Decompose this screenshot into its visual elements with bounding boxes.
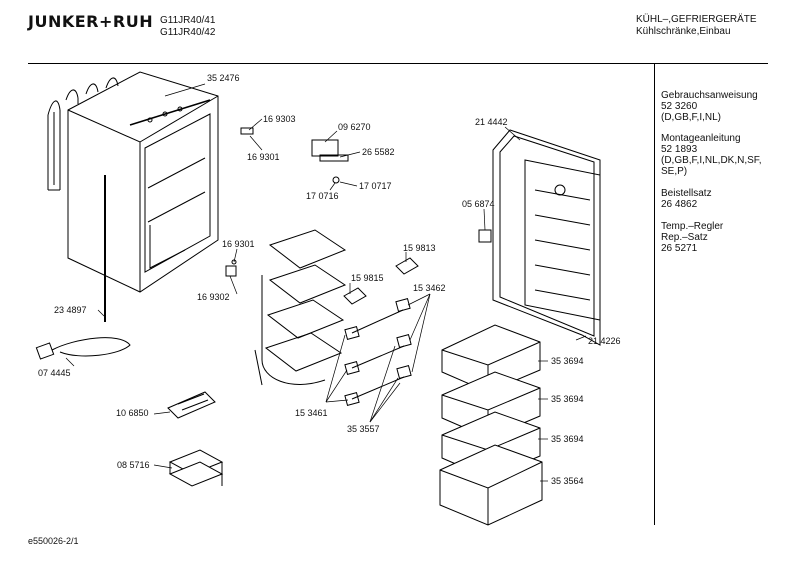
doc-item-label: Montageanleitung xyxy=(661,133,741,144)
door-hinge-part xyxy=(478,229,492,243)
part-label: 35 3564 xyxy=(551,476,584,486)
part-label: 15 9813 xyxy=(403,243,436,253)
drawer-1 xyxy=(441,324,541,393)
doc-item-number: 52 3260 xyxy=(661,101,698,112)
part-label: 16 9301 xyxy=(222,239,255,249)
part-label: 21 4226 xyxy=(588,336,621,346)
brand-logo: JUNKER+RUH xyxy=(28,12,154,31)
wire-shelves xyxy=(254,229,347,386)
category-line-2: Kühlschränke,Einbau xyxy=(636,26,731,37)
part-label: 35 2476 xyxy=(207,73,240,83)
part-label: 15 3461 xyxy=(295,408,328,418)
doc-item-accessory-kit: Beistellsatz 26 4862 xyxy=(661,188,712,210)
part-label: 35 3694 xyxy=(551,394,584,404)
doc-item-label: Temp.–Regler xyxy=(661,221,724,232)
condenser-coil xyxy=(47,77,119,191)
category-line-1: KÜHL–,GEFRIERGERÄTE xyxy=(636,14,757,25)
part-label: 07 4445 xyxy=(38,368,71,378)
part-label: 17 0717 xyxy=(359,181,392,191)
doc-item-languages: (D,GB,F,I,NL,DK,N,SF, xyxy=(661,155,762,166)
part-label: 09 6270 xyxy=(338,122,371,132)
doc-item-label: Beistellsatz xyxy=(661,188,712,199)
doc-item-languages: (D,GB,F,I,NL) xyxy=(661,112,722,123)
drawer-4 xyxy=(439,444,543,526)
part-label: 10 6850 xyxy=(116,408,149,418)
leader-lines xyxy=(65,83,587,482)
model-numbers: G11JR40/41 G11JR40/42 xyxy=(160,15,215,39)
bracket-bottom xyxy=(225,265,237,277)
model-number-2: G11JR40/42 xyxy=(160,27,216,38)
part-label: 15 9815 xyxy=(351,273,384,283)
door xyxy=(492,129,601,346)
freezer-drawers xyxy=(439,324,543,526)
part-label: 16 9302 xyxy=(197,292,230,302)
ice-tray xyxy=(167,391,216,419)
doc-item-thermostat-kit: Temp.–Regler Rep.–Satz 26 5271 xyxy=(661,221,723,254)
part-label: 23 4897 xyxy=(54,305,87,315)
category-title: KÜHL–,GEFRIERGERÄTE Kühlschränke,Einbau xyxy=(636,14,757,38)
part-label: 26 5582 xyxy=(362,147,395,157)
part-label: 35 3557 xyxy=(347,424,380,434)
thermostat-housing xyxy=(311,139,339,157)
doc-item-sublabel: Rep.–Satz xyxy=(661,232,708,243)
part-label: 05 6874 xyxy=(462,199,495,209)
thermostat-knob xyxy=(332,176,340,184)
part-label: 21 4442 xyxy=(475,117,508,127)
diagram-code: e550026-2/1 xyxy=(28,536,79,546)
bracket-top xyxy=(240,127,254,135)
doc-item-label: Gebrauchsanweisung xyxy=(661,90,758,101)
shelf-rails xyxy=(343,257,419,406)
header-divider xyxy=(28,63,768,64)
doc-item-number: 52 1893 xyxy=(661,144,698,155)
doc-item-languages-2: SE,P) xyxy=(661,166,688,177)
doc-item-number: 26 5271 xyxy=(661,243,698,254)
part-label: 35 3694 xyxy=(551,356,584,366)
part-label: 17 0716 xyxy=(306,191,339,201)
part-label: 08 5716 xyxy=(117,460,150,470)
cabinet xyxy=(67,71,219,293)
part-label: 35 3694 xyxy=(551,434,584,444)
doc-item-manual: Gebrauchsanweisung 52 3260 (D,GB,F,I,NL) xyxy=(661,90,758,123)
doc-item-number: 26 4862 xyxy=(661,199,698,210)
thermostat-panel xyxy=(319,154,349,162)
model-number-1: G11JR40/41 xyxy=(160,15,216,26)
exploded-view-drawing xyxy=(35,71,601,526)
power-cord xyxy=(35,337,131,360)
bracket-screw xyxy=(231,259,237,265)
cold-packs xyxy=(168,449,224,487)
part-label: 16 9301 xyxy=(247,152,280,162)
doc-item-installation: Montageanleitung 52 1893 (D,GB,F,I,NL,DK… xyxy=(661,133,762,177)
part-label: 15 3462 xyxy=(413,283,446,293)
sidebar-divider xyxy=(654,63,655,525)
part-label: 16 9303 xyxy=(263,114,296,124)
